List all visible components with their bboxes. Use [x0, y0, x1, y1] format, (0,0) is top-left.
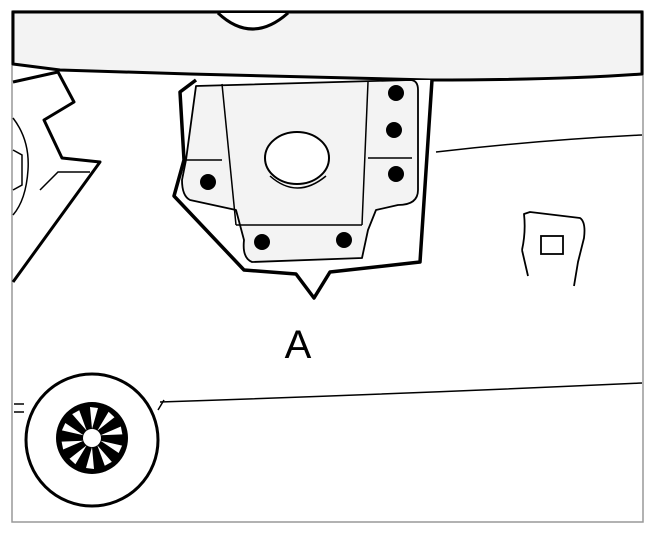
lower-body-dash [14, 403, 24, 413]
bolt-left [200, 174, 216, 190]
left-bracket [11, 70, 102, 283]
center-hole [264, 131, 330, 185]
bolt-bottom-left [254, 234, 270, 250]
upper-panel [11, 10, 644, 82]
lower-body-tick [157, 399, 165, 411]
lower-body-line [159, 382, 643, 403]
right-panel-contour [435, 134, 643, 153]
bolt-top-right-1 [388, 85, 404, 101]
bolt-top-right-2 [386, 122, 402, 138]
bolt-bottom-right [336, 232, 352, 248]
fastener-star-icon [56, 402, 128, 474]
left-bracket-edge [39, 171, 90, 191]
bracket-groove-right [361, 81, 369, 226]
top-cap-outline [216, 11, 289, 31]
left-bracket-inner [12, 117, 29, 216]
center-hole-shadow [269, 175, 327, 189]
retaining-clip-slot [540, 235, 564, 255]
left-bracket-detail [12, 149, 23, 191]
bracket-groove-left [221, 83, 237, 226]
bolt-right-3 [388, 166, 404, 182]
retaining-clip [521, 211, 586, 287]
callout-label-a: A [285, 323, 312, 367]
